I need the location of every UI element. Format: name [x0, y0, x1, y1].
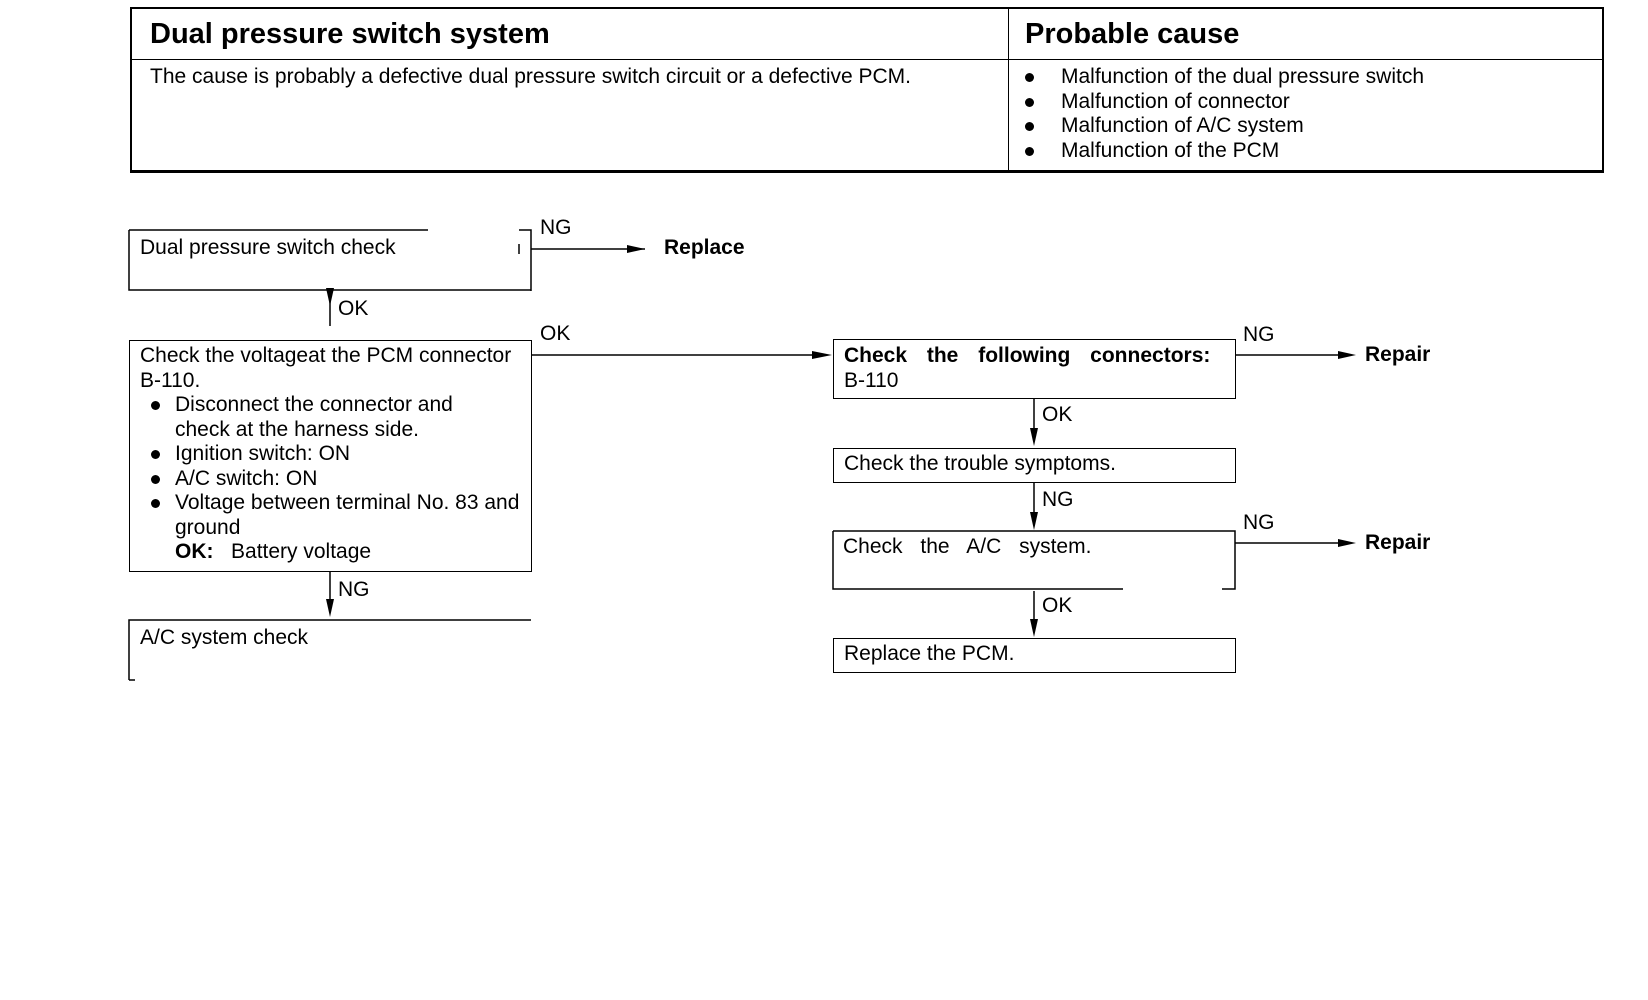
- ng-label-ac-system: NG: [1243, 511, 1275, 534]
- ng-label-connectors: NG: [1243, 323, 1275, 346]
- arrowhead-repair-2: [1338, 539, 1356, 547]
- bullet-icon: [151, 450, 160, 459]
- arrowhead-repair-1: [1338, 351, 1356, 359]
- cause-item: Malfunction of A/C system: [1009, 114, 1424, 139]
- cause-table: Dual pressure switch system Probable cau…: [130, 7, 1604, 173]
- arrowhead-ok-connectors: [812, 351, 832, 359]
- voltage-check-bullet: Voltage between terminal No. 83 and: [140, 491, 531, 516]
- cause-item: Malfunction of the PCM: [1009, 139, 1424, 164]
- cause-item: Malfunction of connector: [1009, 90, 1424, 115]
- ok-label-ac-system: OK: [1042, 594, 1073, 617]
- dual-box-top-right: [519, 229, 532, 291]
- voltage-check-line2: B-110.: [140, 368, 201, 392]
- dual-box-left-bottom: [128, 230, 531, 291]
- bullet-icon: [1025, 146, 1034, 156]
- bullet-icon: [151, 401, 160, 410]
- table-header-divider: [132, 59, 1602, 60]
- repair-result-connectors: Repair: [1365, 343, 1431, 366]
- ng-label-dual: NG: [540, 216, 572, 239]
- arrowhead-ok-voltage: [326, 288, 334, 306]
- voltage-check-bullet: Ignition switch: ON: [140, 442, 531, 467]
- connectors-heading: Check the following connectors:: [844, 344, 1211, 367]
- voltage-check-ok-spec: OK: Battery voltage: [140, 540, 531, 565]
- ok-label-connectors: OK: [1042, 403, 1073, 426]
- voltage-check-continuation: ground: [175, 515, 241, 539]
- bullet-icon: [1025, 97, 1034, 107]
- ng-label-trouble: NG: [1042, 488, 1074, 511]
- ac-check-box-border: [128, 619, 531, 680]
- ok-spec-value: Battery voltage: [231, 540, 372, 563]
- connectors-value: B-110: [844, 368, 899, 392]
- ng-label-voltage: NG: [338, 578, 370, 601]
- probable-cause-title: Probable cause: [1025, 18, 1240, 50]
- repair-result-ac-system: Repair: [1365, 531, 1431, 554]
- ac-system-box-left: [832, 531, 1123, 590]
- replace-pcm-box: Replace the PCM.: [833, 638, 1236, 673]
- ok-label-dual: OK: [338, 297, 369, 320]
- check-connectors-box: Check the following connectors: B-110: [833, 339, 1236, 399]
- replace-result: Replace: [664, 236, 745, 259]
- arrowhead-ng-ac-system: [1030, 512, 1038, 530]
- bullet-icon: [1025, 122, 1034, 131]
- check-trouble-symptoms-box: Check the trouble symptoms.: [833, 448, 1236, 483]
- bullet-icon: [1025, 73, 1034, 82]
- arrowhead-ok-trouble: [1030, 428, 1038, 446]
- voltage-check-bullet: A/C switch: ON: [140, 467, 531, 492]
- cause-list: Malfunction of the dual pressure switch …: [1009, 65, 1424, 163]
- pcm-voltage-check-box: Check the voltageat the PCM connector B-…: [129, 340, 532, 572]
- voltage-check-continuation: check at the harness side.: [175, 417, 419, 441]
- bullet-icon: [151, 499, 160, 508]
- cause-item: Malfunction of the dual pressure switch: [1009, 65, 1424, 90]
- voltage-check-bullet: Disconnect the connector and: [140, 393, 531, 418]
- cause-description: The cause is probably a defective dual p…: [150, 65, 912, 88]
- bullet-icon: [151, 474, 160, 484]
- voltage-check-line1: Check the voltageat the PCM connector: [140, 344, 512, 367]
- system-title: Dual pressure switch system: [150, 18, 550, 50]
- arrowhead-replace: [627, 245, 645, 253]
- arrowhead-ng-ac: [326, 599, 334, 617]
- table-column-divider: [1008, 9, 1009, 170]
- ac-system-box-right: [833, 530, 1236, 590]
- ok-label-voltage: OK: [540, 322, 571, 345]
- ok-spec-label: OK:: [175, 540, 214, 563]
- arrowhead-ok-replace-pcm: [1030, 619, 1038, 637]
